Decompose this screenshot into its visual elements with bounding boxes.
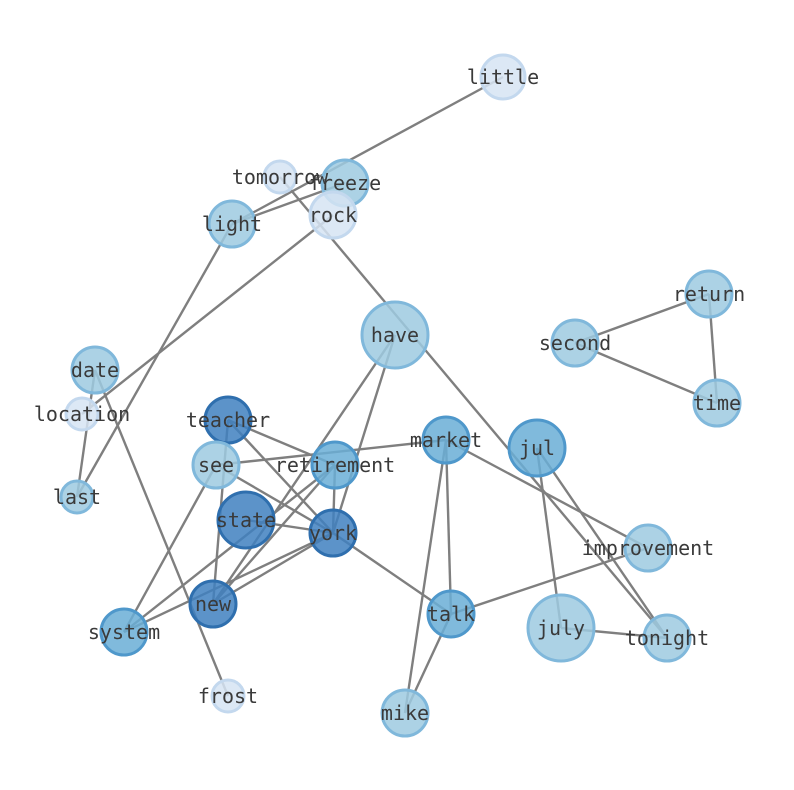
label-tomorrow: tomorrow bbox=[232, 165, 329, 189]
label-little: little bbox=[467, 65, 539, 89]
label-mike: mike bbox=[381, 701, 429, 725]
edge-york-system bbox=[123, 531, 334, 634]
edge-talk-improvement bbox=[450, 546, 649, 616]
label-improvement: improvement bbox=[582, 536, 714, 560]
node-retirement bbox=[310, 440, 360, 490]
label-freeze: freeze bbox=[309, 171, 381, 195]
edge-market-improvement bbox=[445, 438, 649, 550]
edge-market-mike bbox=[403, 439, 448, 714]
node-jul bbox=[507, 418, 567, 478]
label-return: return bbox=[673, 282, 745, 306]
node-state bbox=[216, 490, 276, 550]
edge-retirement-system bbox=[123, 464, 336, 633]
label-teacher: teacher bbox=[186, 408, 270, 432]
node-july bbox=[526, 593, 596, 663]
label-frost: frost bbox=[198, 684, 258, 708]
label-retirement: retirement bbox=[275, 453, 395, 477]
label-market: market bbox=[410, 428, 482, 452]
edge-rock-location bbox=[81, 214, 334, 415]
node-location bbox=[64, 396, 100, 432]
label-tonight: tonight bbox=[625, 626, 709, 650]
label-rock: rock bbox=[309, 203, 357, 227]
node-tonight bbox=[642, 613, 692, 663]
node-date bbox=[70, 345, 120, 395]
node-system bbox=[99, 607, 149, 657]
label-date: date bbox=[71, 358, 119, 382]
label-state: state bbox=[216, 508, 276, 532]
node-york bbox=[308, 508, 358, 558]
node-second bbox=[550, 318, 600, 368]
node-tomorrow bbox=[262, 159, 298, 195]
node-time bbox=[692, 378, 742, 428]
label-location: location bbox=[34, 402, 130, 426]
label-see: see bbox=[198, 453, 234, 477]
node-light bbox=[207, 199, 257, 249]
node-new bbox=[188, 579, 238, 629]
label-have: have bbox=[371, 323, 419, 347]
edge-have-york bbox=[331, 334, 397, 534]
node-market bbox=[421, 415, 471, 465]
edge-light-little bbox=[231, 75, 504, 226]
label-jul: jul bbox=[519, 436, 555, 460]
node-last bbox=[59, 479, 95, 515]
node-see bbox=[191, 440, 241, 490]
node-little bbox=[479, 53, 527, 101]
edge-have-new bbox=[212, 334, 396, 605]
node-mike bbox=[380, 688, 430, 738]
label-system: system bbox=[88, 620, 160, 644]
node-talk bbox=[426, 589, 476, 639]
node-rock bbox=[308, 190, 358, 240]
edge-tomorrow-tonight bbox=[279, 176, 668, 639]
label-new: new bbox=[195, 592, 232, 616]
nodes bbox=[59, 53, 742, 738]
edge-teacher-york bbox=[227, 419, 334, 534]
edges bbox=[75, 75, 719, 714]
label-july: july bbox=[537, 616, 585, 640]
label-talk: talk bbox=[427, 602, 475, 626]
edge-light-last bbox=[75, 223, 234, 498]
label-time: time bbox=[693, 391, 741, 415]
edge-second-time bbox=[574, 341, 718, 405]
edge-date-frost bbox=[93, 369, 230, 697]
label-second: second bbox=[539, 331, 611, 355]
edge-see-system bbox=[122, 464, 218, 633]
edge-market-talk bbox=[444, 439, 453, 615]
label-light: light bbox=[202, 212, 262, 236]
node-return bbox=[684, 269, 734, 319]
node-have bbox=[360, 300, 430, 370]
label-york: york bbox=[309, 521, 357, 545]
label-last: last bbox=[53, 485, 101, 509]
node-teacher bbox=[203, 395, 253, 445]
edge-jul-tonight bbox=[536, 447, 668, 639]
node-frost bbox=[210, 678, 246, 714]
node-improvement bbox=[623, 523, 673, 573]
